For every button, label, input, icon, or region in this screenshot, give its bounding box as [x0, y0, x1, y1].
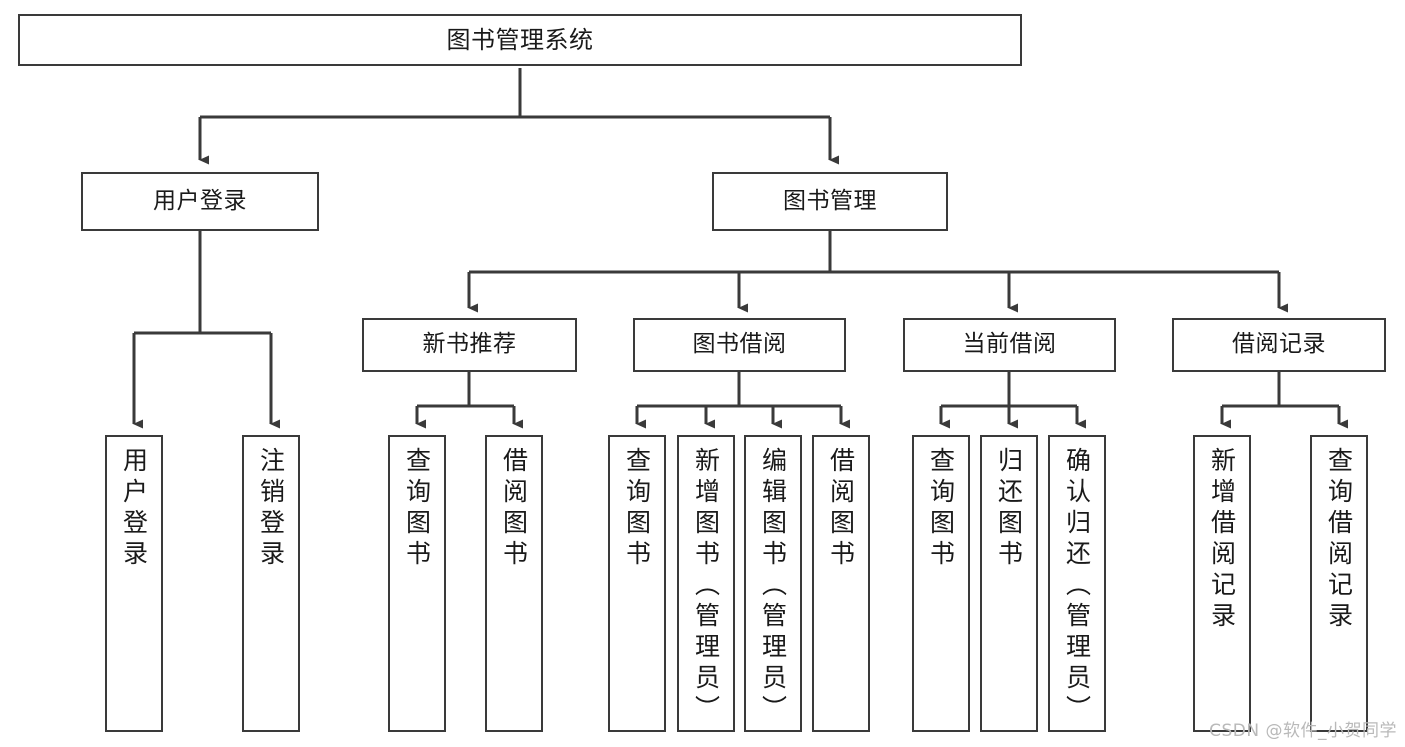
leaf-query-book-recommendation[interactable]: 查询图书: [388, 435, 446, 732]
node-label: 编辑图书（管理员）: [758, 447, 788, 726]
node-label: 图书借阅: [692, 331, 787, 358]
node-label: 新书推荐: [422, 331, 517, 358]
node-label: 借阅图书: [826, 447, 856, 571]
node-current-borrowing[interactable]: 当前借阅: [903, 318, 1116, 372]
leaf-query-book-borrowing[interactable]: 查询图书: [608, 435, 666, 732]
leaf-borrow-book-borrowing[interactable]: 借阅图书: [812, 435, 870, 732]
node-label: 借阅图书: [499, 447, 529, 571]
node-book-management[interactable]: 图书管理: [712, 172, 948, 231]
node-label: 借阅记录: [1232, 331, 1326, 358]
node-label: 图书管理系统: [446, 25, 594, 54]
leaf-return-book[interactable]: 归还图书: [980, 435, 1038, 732]
leaf-add-book-admin[interactable]: 新增图书（管理员）: [677, 435, 735, 732]
leaf-user-login[interactable]: 用户登录: [105, 435, 163, 732]
node-label: 查询图书: [926, 447, 956, 571]
node-label: 新增借阅记录: [1207, 447, 1237, 633]
node-root-book-management-system[interactable]: 图书管理系统: [18, 14, 1022, 66]
node-borrowing-record[interactable]: 借阅记录: [1172, 318, 1386, 372]
leaf-confirm-return-admin[interactable]: 确认归还（管理员）: [1048, 435, 1106, 732]
node-label: 归还图书: [994, 447, 1024, 571]
node-label: 用户登录: [119, 447, 149, 571]
node-label: 图书管理: [783, 187, 877, 214]
leaf-logout[interactable]: 注销登录: [242, 435, 300, 732]
node-label: 当前借阅: [962, 331, 1057, 358]
node-label: 查询图书: [402, 447, 432, 571]
node-book-borrowing[interactable]: 图书借阅: [633, 318, 846, 372]
leaf-query-borrowing-record[interactable]: 查询借阅记录: [1310, 435, 1368, 732]
leaf-add-borrowing-record[interactable]: 新增借阅记录: [1193, 435, 1251, 732]
node-new-book-recommendation[interactable]: 新书推荐: [362, 318, 577, 372]
csdn-watermark: CSDN @软件_小贺同学: [1209, 721, 1397, 741]
node-label: 注销登录: [256, 447, 286, 571]
node-user-login[interactable]: 用户登录: [81, 172, 319, 231]
node-label: 新增图书（管理员）: [691, 447, 721, 726]
leaf-edit-book-admin[interactable]: 编辑图书（管理员）: [744, 435, 802, 732]
node-label: 确认归还（管理员）: [1062, 447, 1092, 726]
leaf-query-book-current[interactable]: 查询图书: [912, 435, 970, 732]
leaf-borrow-book-recommendation[interactable]: 借阅图书: [485, 435, 543, 732]
node-label: 查询借阅记录: [1324, 447, 1354, 633]
node-label: 用户登录: [153, 187, 247, 214]
node-label: 查询图书: [622, 447, 652, 571]
